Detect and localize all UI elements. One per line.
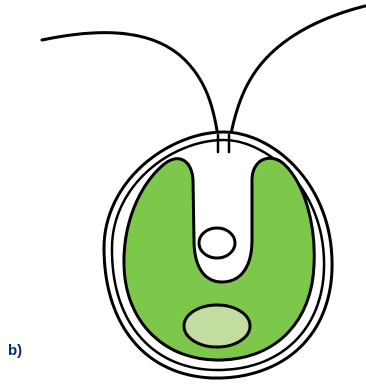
panel-label: b) <box>8 342 22 359</box>
left-flagellum <box>42 33 220 150</box>
right-flagellum <box>228 6 365 150</box>
pyrenoid <box>184 305 250 347</box>
nucleus <box>199 228 235 258</box>
